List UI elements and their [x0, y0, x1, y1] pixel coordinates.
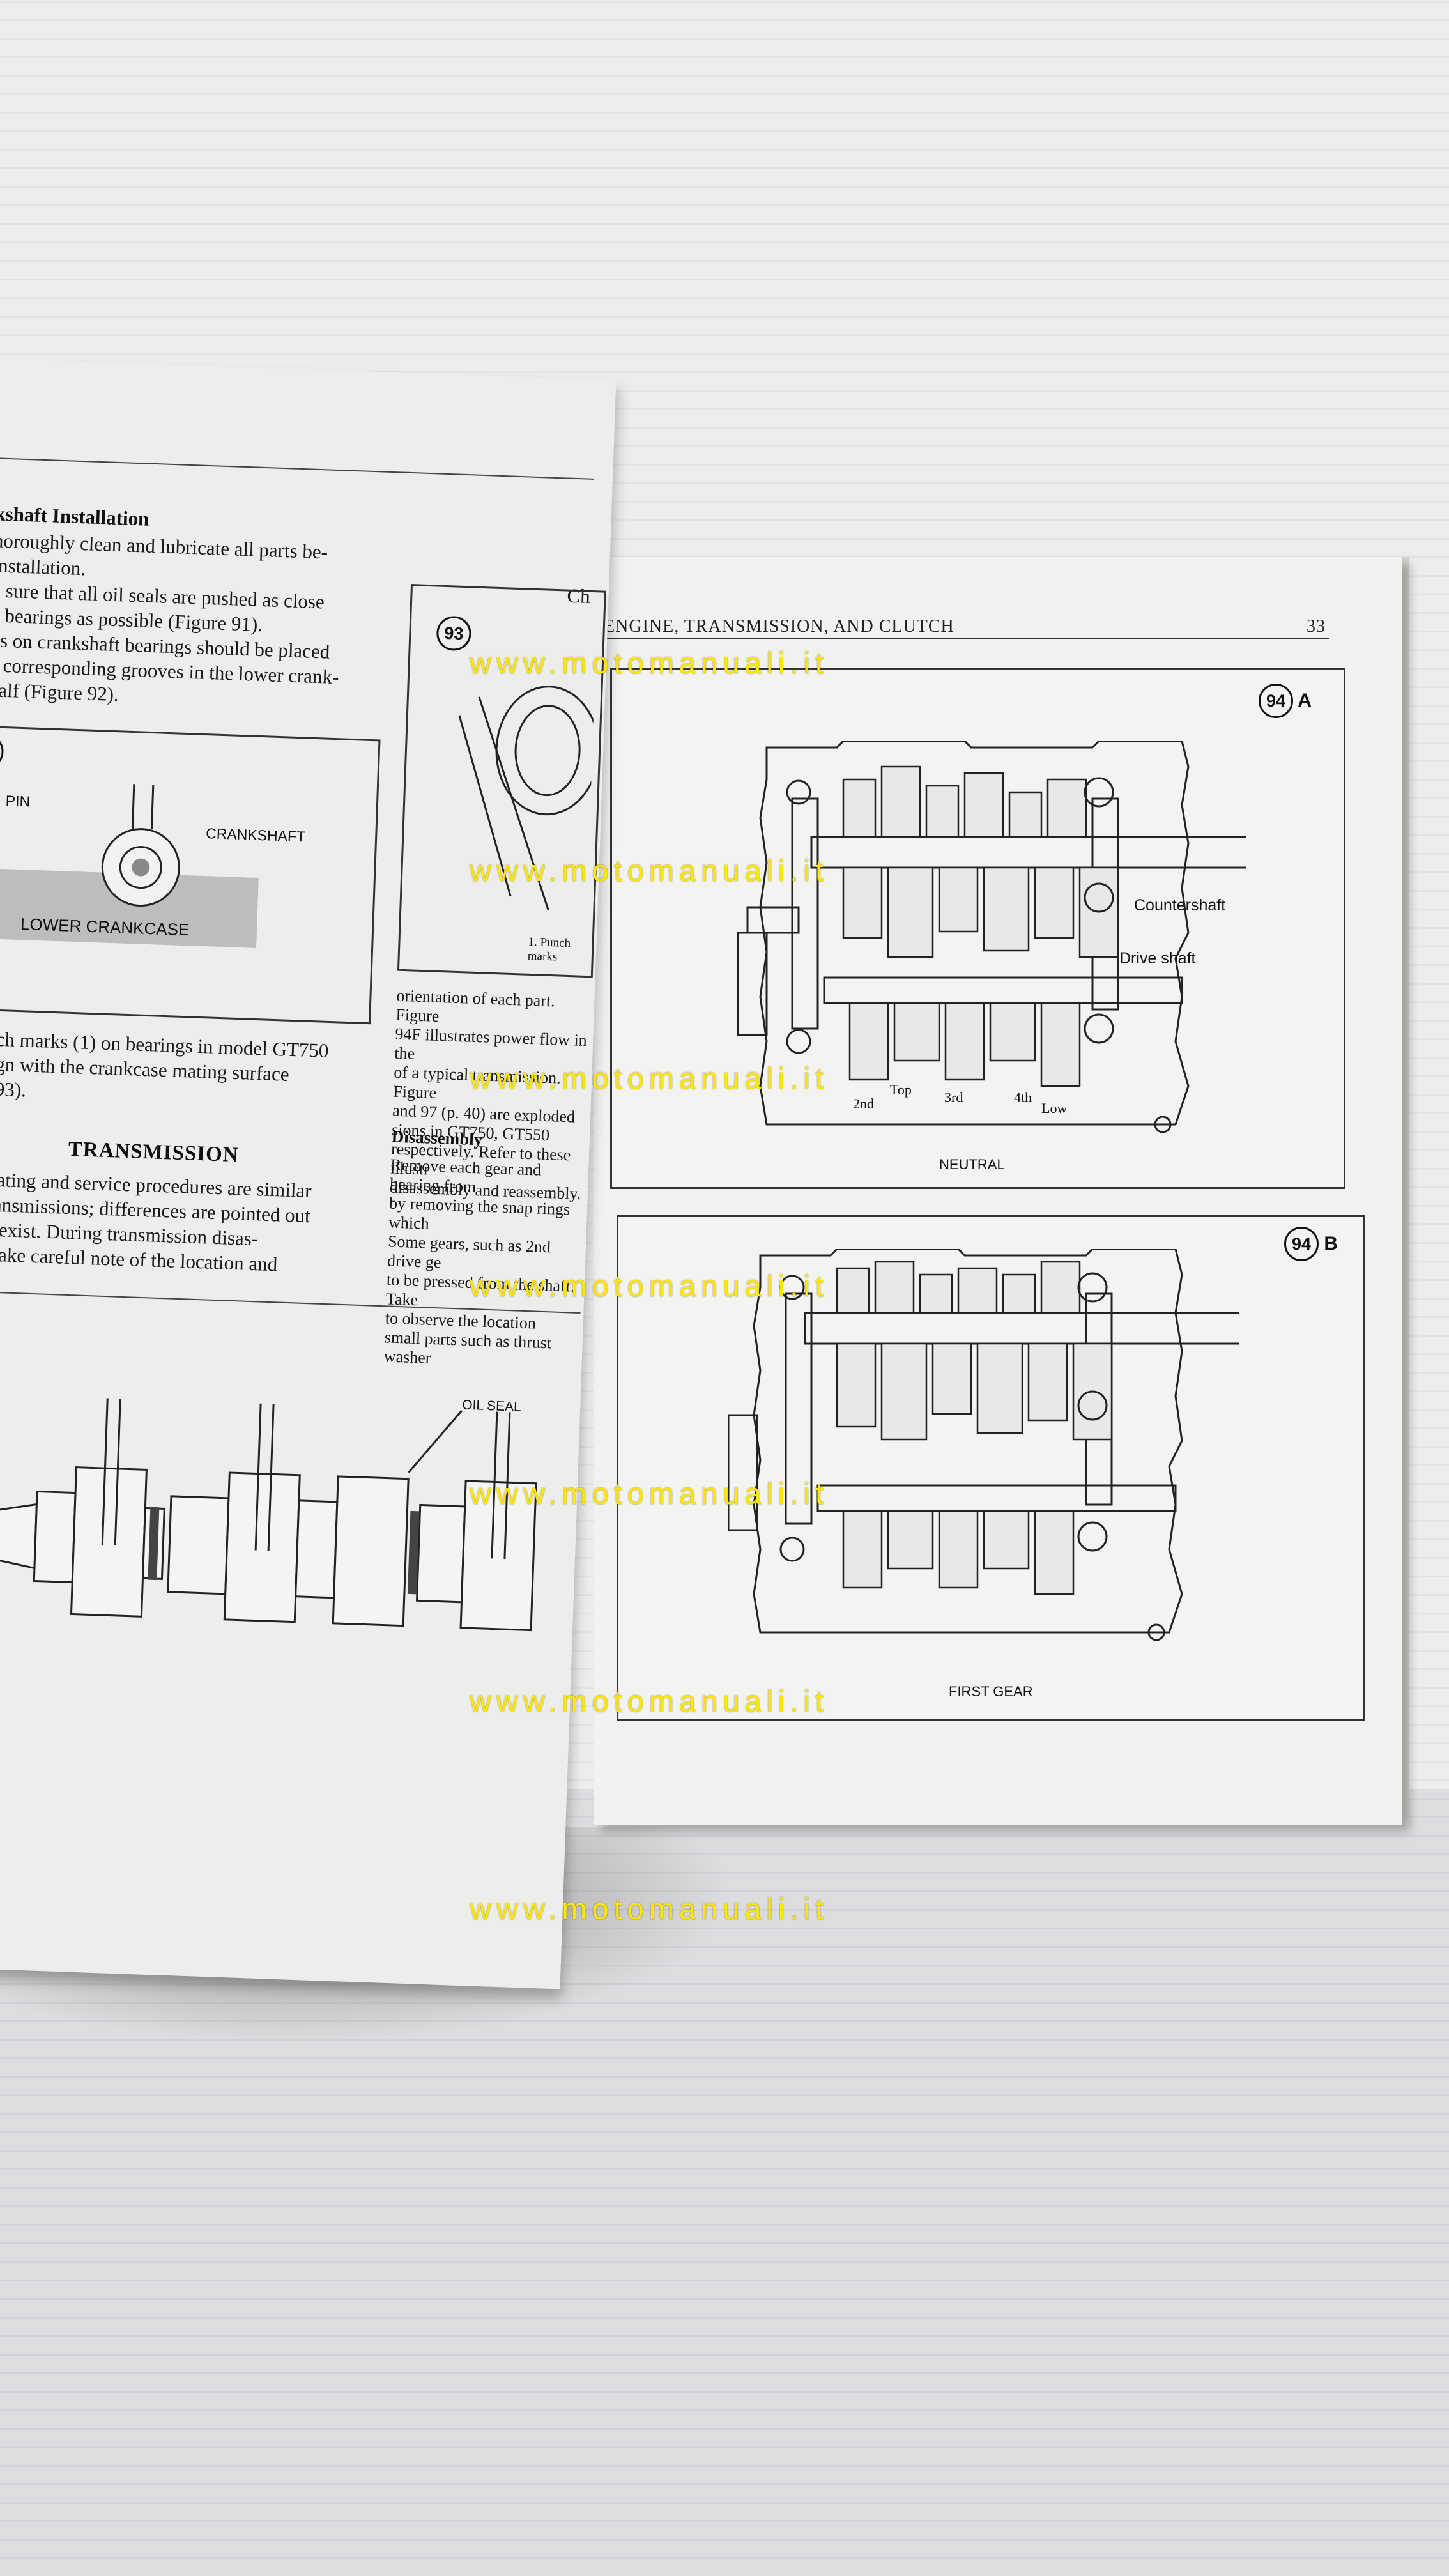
gear-label-3rd: 3rd: [944, 1089, 963, 1105]
figure-93-number: 93: [436, 615, 472, 652]
pin-label: PIN: [5, 792, 31, 810]
figure-93-caption: 1. Punch marks: [527, 935, 571, 964]
crankshaft-drawing: [0, 1398, 537, 1632]
crankshaft-label: CRANKSHAFT: [205, 825, 306, 845]
figure-94a-caption: NEUTRAL: [939, 1156, 1005, 1172]
disassembly-text: Remove each gear and bearing from by rem…: [383, 1155, 575, 1367]
page-number: 33: [1307, 617, 1326, 636]
figure-93: 93 1. Punch marks: [397, 584, 606, 978]
countershaft-label: Countershaft: [1134, 896, 1226, 914]
figure-94a-number: 94 A: [1259, 684, 1312, 718]
disassembly-heading: Disassembly: [391, 1126, 483, 1149]
punch-marks-text: unch marks (1) on bearings in model GT75…: [0, 1027, 329, 1101]
transmission-text: perating and service procedures are simi…: [0, 1167, 312, 1276]
header-rule: [604, 638, 1329, 639]
bearing-drawing: [101, 784, 180, 907]
gear-label-2nd: 2nd: [853, 1096, 874, 1112]
figure-92: 2 LOWER CRANKCASE PIN CRANKSHAFT: [0, 726, 381, 1025]
watermark-2: www.motomanuali.it: [470, 854, 829, 887]
watermark-7: www.motomanuali.it: [470, 1892, 829, 1926]
transmission-diagram-neutral: [737, 741, 1246, 1133]
bearing-punch-drawing: [458, 686, 595, 911]
figure-94b-caption: FIRST GEAR: [949, 1683, 1033, 1699]
gear-label-top: Top: [890, 1082, 912, 1098]
figure-92-number: 2: [0, 733, 4, 769]
watermark-1: www.motomanuali.it: [470, 646, 829, 680]
watermark-4: www.motomanuali.it: [470, 1269, 829, 1303]
crankshaft-installation-text: horoughly clean and lubricate all parts …: [0, 529, 340, 706]
running-head: ENGINE, TRANSMISSION, AND CLUTCH: [604, 617, 954, 636]
left-page: Ch kshaft Installation horoughly clean a…: [0, 358, 617, 1989]
transmission-diagram-first-gear: [728, 1249, 1239, 1641]
transmission-heading: TRANSMISSION: [68, 1137, 240, 1167]
gear-label-low: Low: [1041, 1100, 1068, 1116]
watermark-5: www.motomanuali.it: [470, 1476, 829, 1510]
figure-94b-number: 94 B: [1284, 1227, 1338, 1261]
drive-shaft-label: Drive shaft: [1119, 949, 1196, 967]
watermark-6: www.motomanuali.it: [470, 1684, 829, 1718]
watermark-3: www.motomanuali.it: [470, 1061, 829, 1095]
left-header-rule: [0, 457, 594, 480]
crankshaft-installation-heading: kshaft Installation: [0, 502, 150, 530]
gear-label-4th: 4th: [1014, 1089, 1032, 1105]
